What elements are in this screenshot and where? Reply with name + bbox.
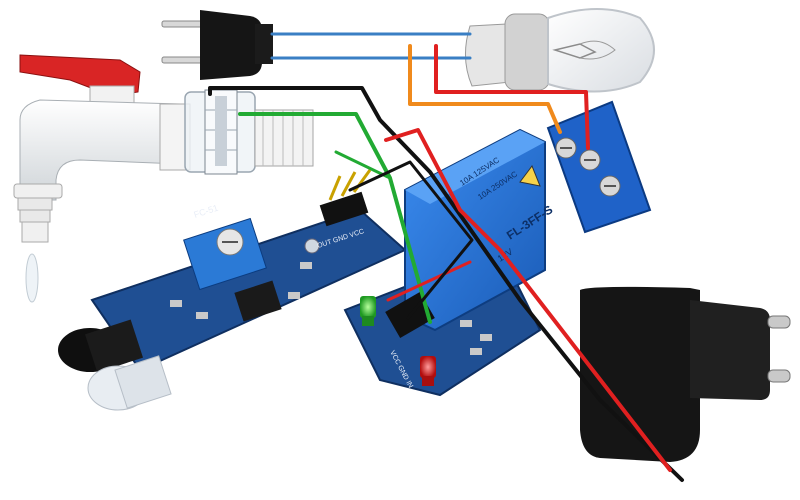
ir-receiver (87, 355, 172, 411)
wire-green-1 (238, 112, 432, 324)
ac-plug-icon (161, 10, 273, 80)
ir-emitter (58, 319, 144, 373)
wire-black-main (208, 86, 684, 482)
power-adapter-icon (580, 286, 791, 462)
sensor-header-pins (319, 169, 372, 227)
solenoid-valve-icon (184, 89, 314, 175)
ir-sensor-module: FC-51 OUT GND VCC (58, 169, 407, 411)
wire-red-ac (434, 44, 590, 150)
relay-terminal-block (546, 100, 652, 234)
water-tap-icon (13, 54, 191, 303)
sensor-silk-model: FC-51 (193, 203, 220, 220)
wires (208, 32, 684, 482)
warning-icon (519, 164, 541, 187)
relay-module: FL-3FF-S 10A 250VAC 10A 125VAC 12V VCC G… (343, 100, 652, 397)
relay-led-green (360, 296, 376, 326)
wire-orange (408, 44, 562, 134)
wire-red-power (384, 128, 672, 472)
wire-red-relay (386, 260, 472, 302)
light-bulb-icon (465, 8, 655, 93)
wire-black-sensor (348, 160, 474, 320)
relay-led-red (420, 356, 436, 386)
sensor-potentiometer (183, 217, 267, 291)
wire-green-2 (334, 150, 392, 180)
